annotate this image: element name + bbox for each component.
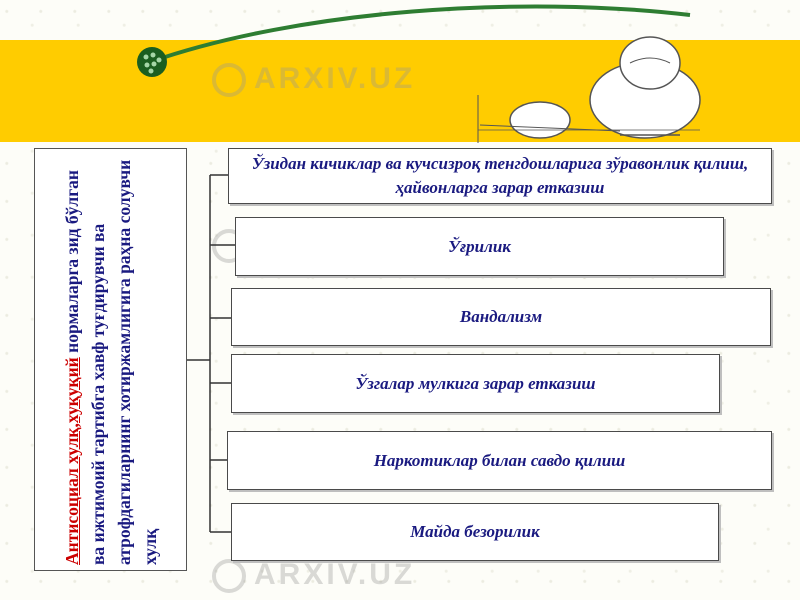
behavior-item-label: Майда безорилик [410, 522, 540, 541]
watermark-logo-icon [212, 63, 246, 98]
green-ball-icon [137, 47, 167, 77]
watermark-text: ARXIV.UZ [254, 558, 416, 591]
watermark-logo-icon [212, 559, 246, 594]
behavior-item-hooliganism: Майда безорилик [231, 503, 719, 561]
watermark-text: ARXIV.UZ [254, 62, 416, 95]
green-swoosh [137, 4, 691, 77]
behavior-item-theft: Ўғрилик [235, 217, 724, 276]
behavior-item-drug-trading: Наркотиклар билан савдо қилиш [227, 431, 772, 490]
watermark: ARXIV.UZ [212, 62, 416, 98]
definition-highlight: Антисоциал хулқ,хуқуқий [61, 356, 82, 565]
behavior-item-label: Наркотиклар билан савдо қилиш [373, 450, 626, 470]
crying-person-illustration [477, 36, 701, 143]
behavior-item-property-damage: Ўзгалар мулкига зарар етказиш [231, 354, 720, 413]
behavior-item-label: Ўзгалар мулкига зарар етказиш [355, 373, 596, 393]
definition-box: Антисоциал хулқ,хуқуқий нормаларга зид б… [34, 148, 187, 571]
behavior-item-violence: Ўзидан кичиклар ва кучсизроқ тенгдошлари… [228, 148, 772, 204]
behavior-item-label: Вандализм [459, 307, 543, 326]
watermark: ARXIV.UZ [212, 558, 416, 594]
behavior-item-label: Ўзидан кичиклар ва кучсизроқ тенгдошлари… [251, 154, 749, 197]
behavior-item-vandalism: Вандализм [231, 288, 771, 346]
behavior-item-label: Ўғрилик [448, 236, 511, 256]
definition-text: Антисоциал хулқ,хуқуқий нормаларга зид б… [59, 155, 163, 565]
